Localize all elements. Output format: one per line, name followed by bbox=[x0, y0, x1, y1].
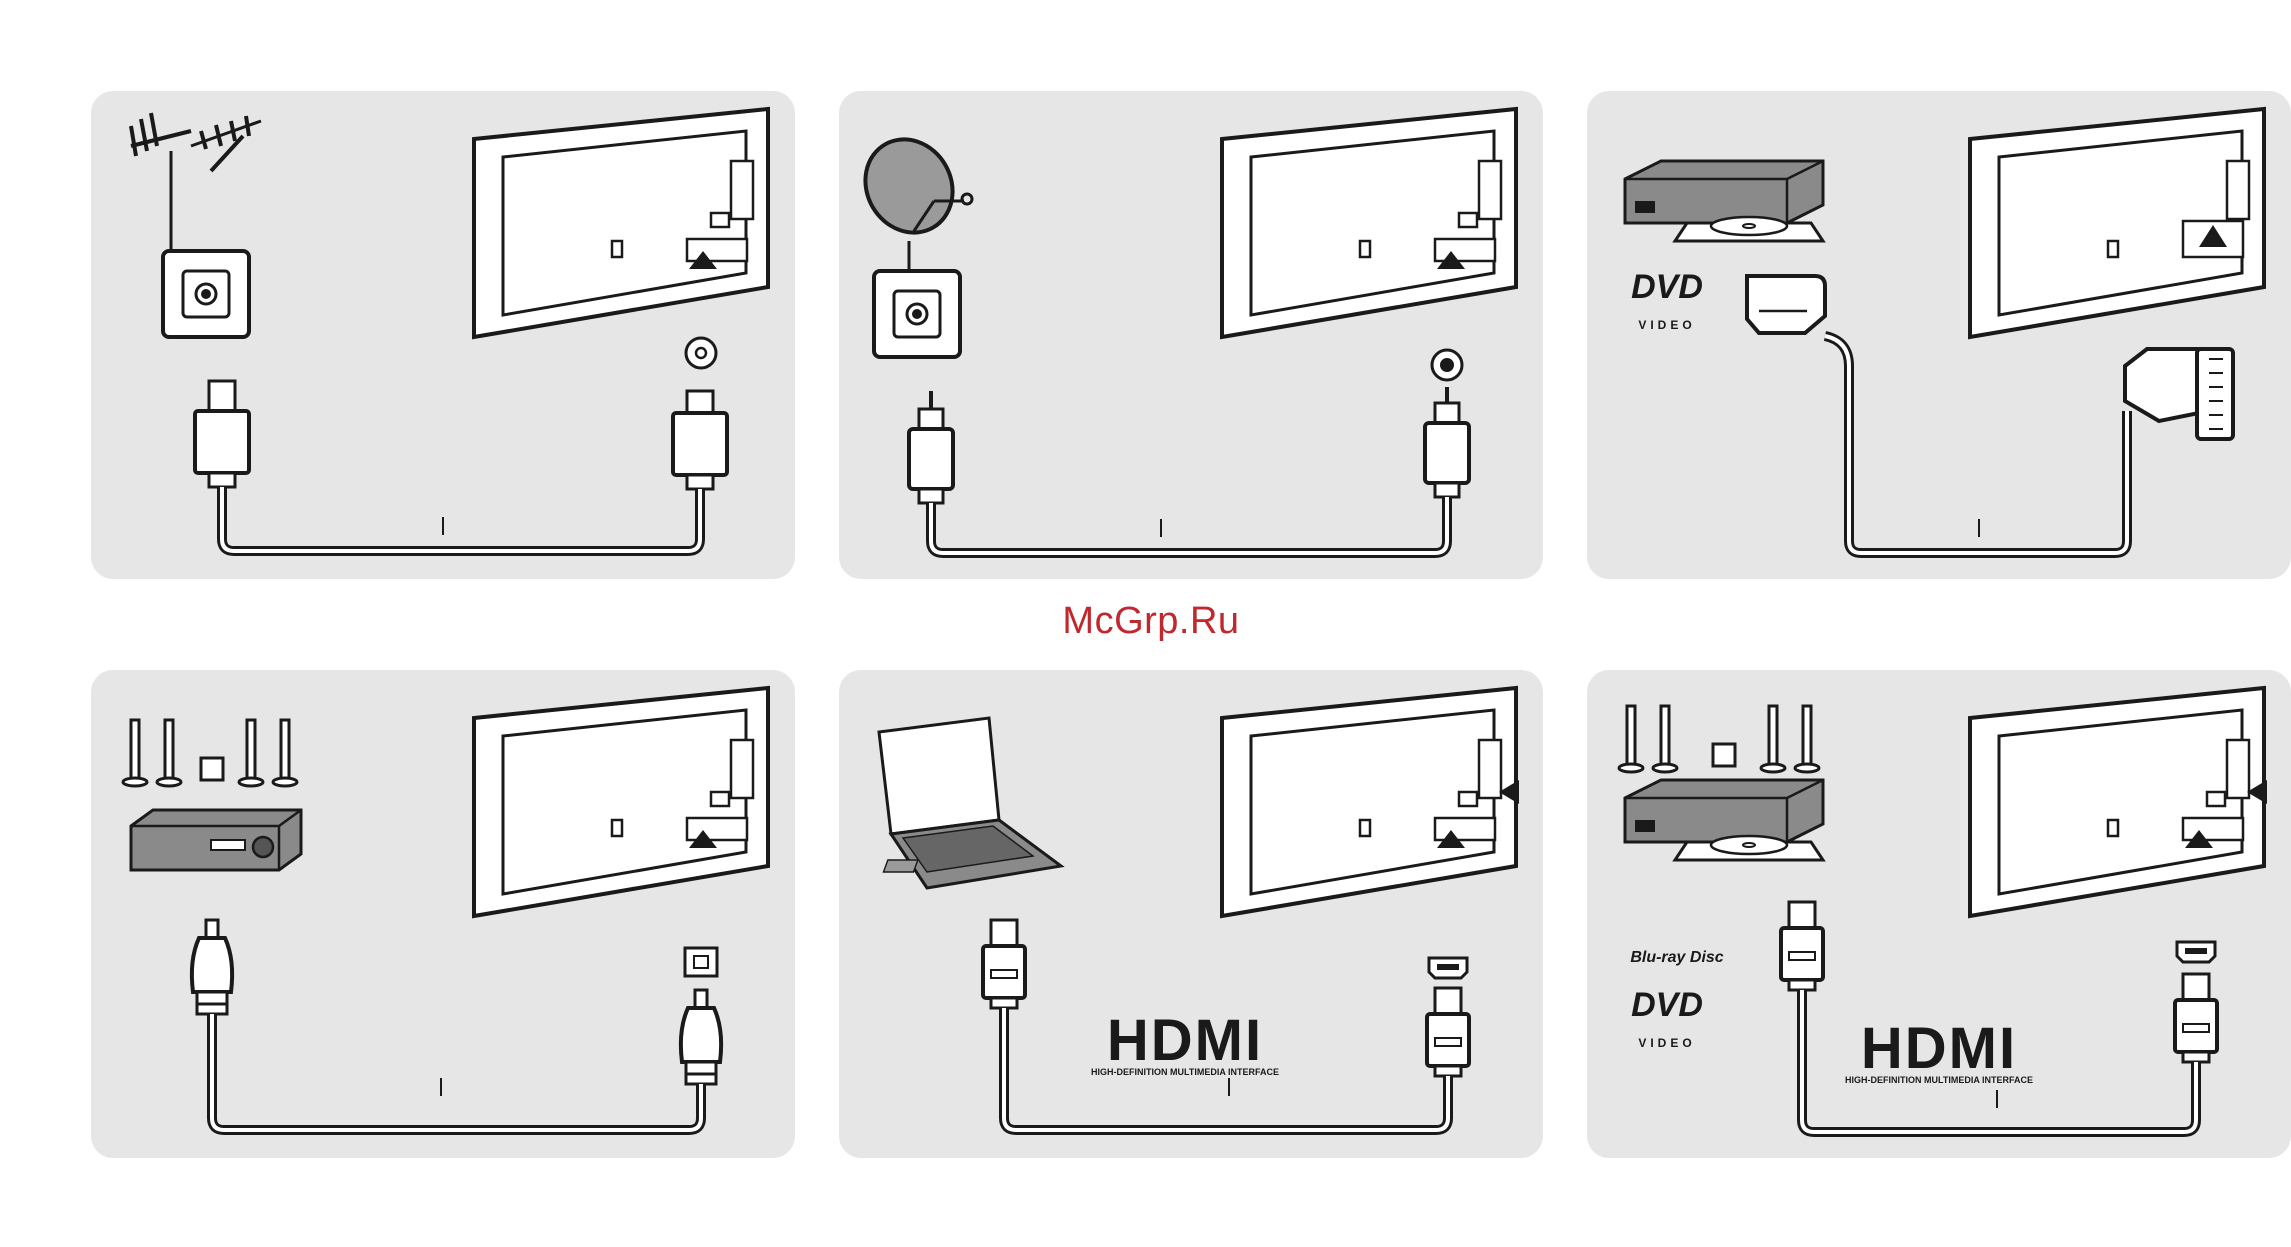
optical-cable bbox=[212, 1014, 701, 1130]
dvd-video-label: VIDEO bbox=[1638, 1036, 1695, 1050]
laptop-hdmi-connection-diagram: HDMI HIGH-DEFINITION MULTIMEDIA INTERFAC… bbox=[839, 670, 1543, 1158]
dvd-scart-connection-diagram: DVD VIDEO bbox=[1587, 91, 2291, 579]
antenna-connection-diagram bbox=[91, 91, 795, 579]
panel-laptop-hdmi: HDMI HIGH-DEFINITION MULTIMEDIA INTERFAC… bbox=[839, 670, 1543, 1158]
panel-bluray-hdmi: Blu-ray Disc DVD VIDEO HDMI HIGH-DEFINIT… bbox=[1587, 670, 2291, 1158]
speaker-set bbox=[1619, 706, 1819, 772]
hdmi-logo-subtitle: HIGH-DEFINITION MULTIMEDIA INTERFACE bbox=[1845, 1075, 2033, 1085]
satellite-connection-diagram bbox=[839, 91, 1543, 579]
dvd-logo: DVD bbox=[1631, 268, 1703, 306]
dvd-logo: DVD bbox=[1631, 986, 1703, 1024]
antenna-cable bbox=[222, 487, 700, 551]
panel-antenna bbox=[91, 91, 795, 579]
tv-optical-output bbox=[685, 948, 717, 976]
tv-antenna-input bbox=[686, 338, 716, 368]
satellite-cable bbox=[931, 497, 1447, 553]
hdmi-logo: HDMI bbox=[1861, 1016, 2017, 1081]
antenna-mast bbox=[211, 136, 243, 171]
tv-scart-socket bbox=[2197, 349, 2233, 439]
optical-plug-left bbox=[192, 938, 232, 992]
panel-audio-optical bbox=[91, 670, 795, 1158]
optical-audio-connection-diagram bbox=[91, 670, 795, 1158]
bluray-logo: Blu-ray Disc bbox=[1630, 949, 1723, 966]
panel-dvd-scart: DVD VIDEO bbox=[1587, 91, 2291, 579]
hdmi-logo-subtitle: HIGH-DEFINITION MULTIMEDIA INTERFACE bbox=[1091, 1067, 1279, 1077]
watermark: McGrp.Ru bbox=[1051, 600, 1251, 643]
laptop bbox=[879, 718, 999, 834]
scart-plug-right bbox=[2125, 349, 2199, 421]
speaker-set bbox=[123, 720, 297, 786]
dvd-player bbox=[1625, 161, 1823, 223]
dvd-video-label: VIDEO bbox=[1638, 318, 1695, 332]
panel-satellite bbox=[839, 91, 1543, 579]
hdmi-logo: HDMI bbox=[1107, 1008, 1263, 1073]
bluray-hdmi-connection-diagram: Blu-ray Disc DVD VIDEO HDMI HIGH-DEFINIT… bbox=[1587, 670, 2291, 1158]
scart-plug-left bbox=[1747, 276, 1825, 333]
scart-cable bbox=[1825, 336, 2127, 553]
optical-plug-right bbox=[681, 1008, 721, 1062]
bluray-player bbox=[1625, 780, 1823, 842]
satellite-dish bbox=[849, 123, 970, 248]
